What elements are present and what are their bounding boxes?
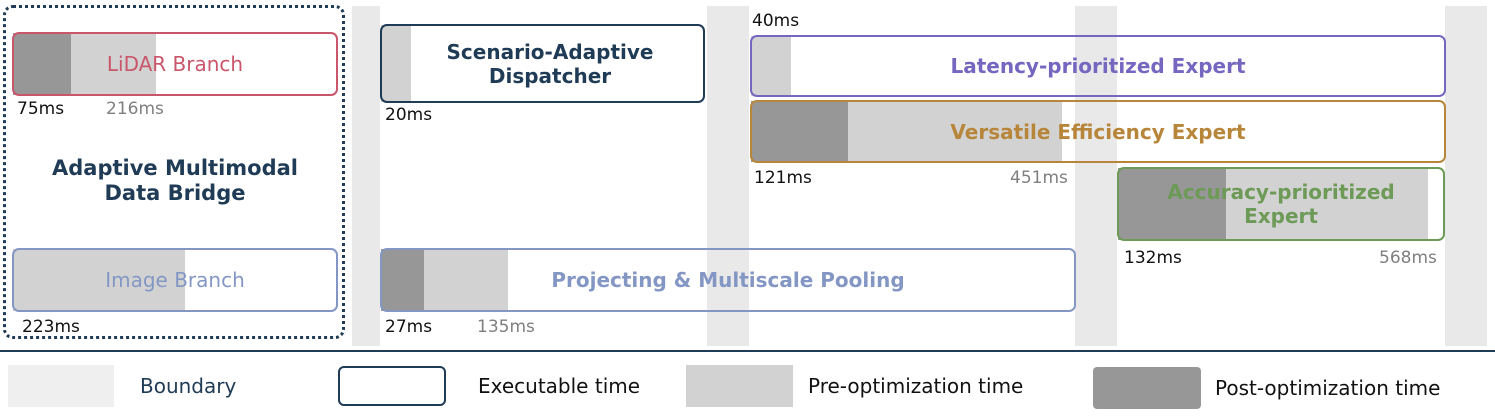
- legend-post-label: Post-optimization time: [1215, 376, 1441, 400]
- data-bridge-container: [3, 5, 345, 339]
- legend-post-swatch: [1093, 367, 1201, 409]
- dispatcher-time: 20ms: [385, 105, 433, 125]
- boundary-column-3: [1075, 6, 1117, 346]
- lidar-pre-time: 216ms: [106, 99, 164, 119]
- accuracy-post-optimization-bar: [1118, 168, 1226, 240]
- boundary-column-2: [707, 6, 749, 346]
- latency-pre-optimization-bar: [751, 36, 791, 96]
- accuracy-expert-box: [1117, 167, 1445, 241]
- dispatcher-label-line2: Dispatcher: [488, 63, 612, 88]
- pooling-label: Projecting & Multiscale Pooling: [551, 268, 905, 292]
- pooling-pre-time: 135ms: [477, 317, 535, 337]
- latency-expert-box: [750, 35, 1446, 97]
- data-bridge-label-line2: Data Bridge: [104, 181, 246, 205]
- legend-boundary-swatch: [8, 365, 114, 407]
- accuracy-post-time: 132ms: [1124, 248, 1182, 268]
- lidar-post-optimization-bar: [13, 33, 71, 95]
- lidar-post-time: 75ms: [17, 99, 65, 119]
- dispatcher-box: [380, 24, 705, 103]
- dispatcher-label: Scenario-Adaptive Dispatcher: [395, 24, 705, 103]
- pooling-post-time: 27ms: [385, 317, 433, 337]
- image-branch-label: Image Branch: [105, 268, 245, 292]
- data-bridge-label: Adaptive Multimodal Data Bridge: [20, 150, 330, 212]
- accuracy-expert-label: Accuracy-prioritized Expert: [1117, 167, 1445, 241]
- pooling-box: [380, 248, 1076, 312]
- legend-executable-label: Executable time: [478, 374, 641, 398]
- latency-expert-label: Latency-prioritized Expert: [950, 54, 1246, 78]
- versatile-pre-time: 451ms: [1010, 168, 1068, 188]
- image-time: 223ms: [22, 317, 80, 337]
- dispatcher-pre-optimization-bar: [381, 25, 411, 102]
- data-bridge-label-line1: Adaptive Multimodal: [52, 155, 298, 180]
- image-branch-box: [12, 248, 338, 312]
- legend-separator: [0, 350, 1495, 352]
- versatile-expert-label: Versatile Efficiency Expert: [950, 119, 1246, 144]
- accuracy-pre-time: 568ms: [1379, 248, 1437, 268]
- dispatcher-label-line1: Scenario-Adaptive: [446, 39, 654, 64]
- legend-boundary-label: Boundary: [140, 374, 237, 398]
- legend-pre-label: Pre-optimization time: [808, 374, 1024, 398]
- legend-pre-swatch: [686, 365, 793, 407]
- boundary-column-4: [1445, 6, 1487, 346]
- accuracy-expert-label-line1: Accuracy-prioritized: [1167, 180, 1395, 204]
- versatile-expert-box: [750, 100, 1446, 163]
- legend-executable-swatch: [338, 366, 446, 406]
- image-pre-optimization-bar: [13, 249, 185, 311]
- lidar-branch-box: [12, 32, 338, 96]
- lidar-branch-label: LiDAR Branch: [106, 52, 244, 76]
- versatile-post-time: 121ms: [754, 168, 812, 188]
- boundary-column-1: [352, 6, 380, 346]
- versatile-post-optimization-bar: [751, 101, 848, 162]
- pooling-post-optimization-bar: [381, 249, 424, 311]
- accuracy-expert-label-line2: Expert: [1244, 204, 1318, 228]
- latency-time: 40ms: [752, 11, 800, 31]
